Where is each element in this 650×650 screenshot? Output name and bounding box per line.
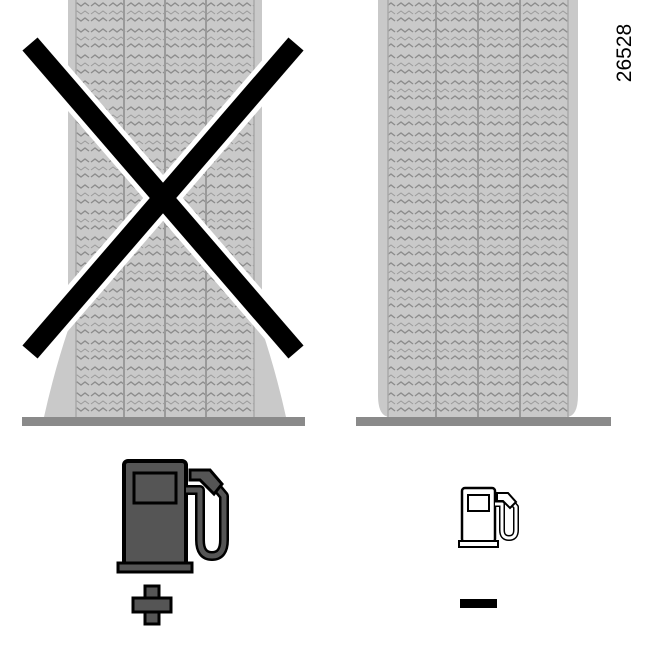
fuel-pump-large-icon	[116, 459, 229, 574]
ground-line-right	[356, 417, 611, 426]
correctly-inflated-tire	[378, 0, 578, 417]
figure-reference-label: 26528	[613, 23, 636, 83]
figure-reference-number: 26528	[608, 18, 642, 88]
cross-icon	[18, 34, 308, 362]
minus-icon	[460, 599, 497, 608]
ground-line-left	[22, 417, 305, 426]
plus-icon	[131, 584, 173, 626]
fuel-pump-small-icon	[458, 486, 519, 548]
